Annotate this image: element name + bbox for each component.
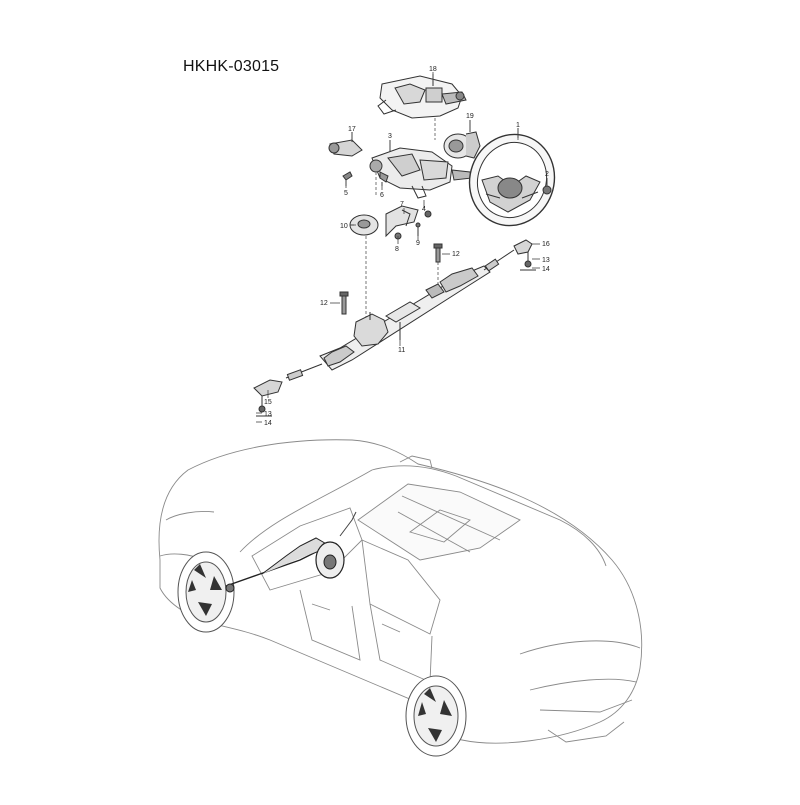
callout-labels: 18 1 2 3 17 19 5 6 4 7 8 9 10 12 12 11 1…	[264, 66, 550, 427]
vehicle-steering-system	[225, 511, 357, 593]
callout-11: 11	[398, 347, 405, 354]
diagram-code: HKHK-03015	[183, 58, 280, 75]
callout-4: 4	[422, 206, 426, 213]
callout-12-upper: 12	[452, 251, 460, 258]
callout-13-left: 13	[264, 411, 272, 418]
callout-3: 3	[388, 133, 392, 140]
callout-13-right: 13	[542, 257, 550, 264]
part-10-dust-seal	[349, 214, 379, 236]
part-18-steering-column-upper	[377, 74, 467, 119]
callout-14-right: 14	[542, 266, 550, 273]
callout-18: 18	[429, 66, 437, 73]
part-7-bracket	[385, 205, 419, 238]
callout-7: 7	[400, 201, 404, 208]
part-11-steering-gear	[319, 265, 491, 371]
part-3-steering-column	[369, 140, 473, 199]
callout-2: 2	[545, 171, 549, 178]
callout-1: 1	[516, 122, 520, 129]
vehicle-wheel-front	[177, 551, 235, 633]
callout-19: 19	[466, 113, 474, 120]
part-4-nut	[424, 210, 432, 218]
part-16-tie-rod-end-right	[483, 239, 536, 272]
part-1-steering-wheel	[468, 128, 556, 227]
callout-15: 15	[264, 399, 272, 406]
part-5-bolt	[342, 171, 353, 186]
callout-10: 10	[340, 223, 348, 230]
callout-6: 6	[380, 192, 384, 199]
vehicle-wheel-rear	[405, 675, 467, 757]
part-9-bolt	[415, 222, 421, 236]
callout-5: 5	[344, 190, 348, 197]
callout-8: 8	[395, 246, 399, 253]
callout-9: 9	[416, 240, 420, 247]
callout-14-left: 14	[264, 420, 272, 427]
callout-16: 16	[542, 241, 550, 248]
part-17-joint	[328, 132, 363, 157]
part-19-clock-spring	[443, 120, 481, 159]
part-12-bolt-upper	[433, 243, 443, 263]
callout-12-lower: 12	[320, 300, 328, 307]
part-12-bolt-lower	[339, 291, 349, 315]
vehicle-outline	[158, 439, 643, 744]
part-15-tie-rod-end-left	[253, 363, 323, 417]
callout-17: 17	[348, 126, 356, 133]
